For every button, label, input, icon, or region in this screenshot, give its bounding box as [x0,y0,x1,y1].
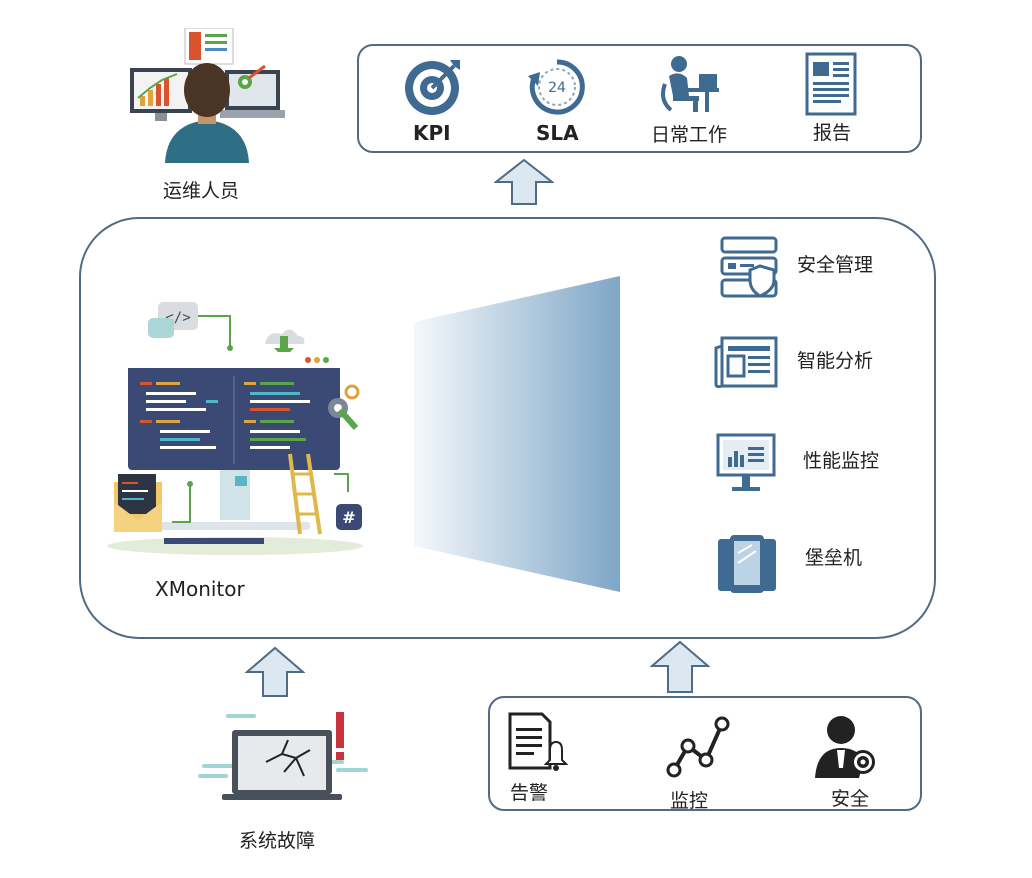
output-item-sla-label: SLA [536,121,579,145]
report-icon [803,52,859,116]
projection-beam [410,272,625,597]
output-item-kpi-label: KPI [413,121,451,145]
monitor-chart-icon [716,433,778,495]
feature-analysis-label: 智能分析 [797,350,874,372]
broken-laptop-icon [196,710,371,802]
arrow-up-from-inputs-icon [650,640,710,694]
feature-security-label: 安全管理 [797,254,874,276]
worker-icon [659,54,721,116]
output-item-report-label: 报告 [813,122,852,144]
clock-24-icon: 24 [526,56,588,118]
input-alarm-label: 告警 [510,782,549,804]
output-item-daily-work-label: 日常工作 [651,124,728,146]
operator-illustration [125,28,290,163]
arrow-up-from-fault-icon [245,646,305,698]
fault-label: 系统故障 [239,830,316,852]
feature-performance-label: 性能监控 [803,450,880,472]
sla-badge: 24 [548,80,566,96]
alarm-doc-icon [506,710,568,774]
analysis-icon [714,334,780,392]
svg-text:#: # [342,508,355,527]
line-chart-icon [666,716,730,778]
arrow-up-to-outputs-icon [494,158,554,206]
xmonitor-name: XMonitor [155,577,245,601]
user-gear-icon [813,714,881,780]
xmonitor-illustration: </> [100,296,375,561]
bastion-device-icon [716,533,778,595]
operator-label: 运维人员 [163,180,240,202]
feature-bastion-label: 堡垒机 [805,547,863,569]
input-security-label: 安全 [831,788,870,810]
security-server-icon [720,236,780,300]
target-icon [402,56,464,118]
input-monitor-label: 监控 [670,790,709,812]
